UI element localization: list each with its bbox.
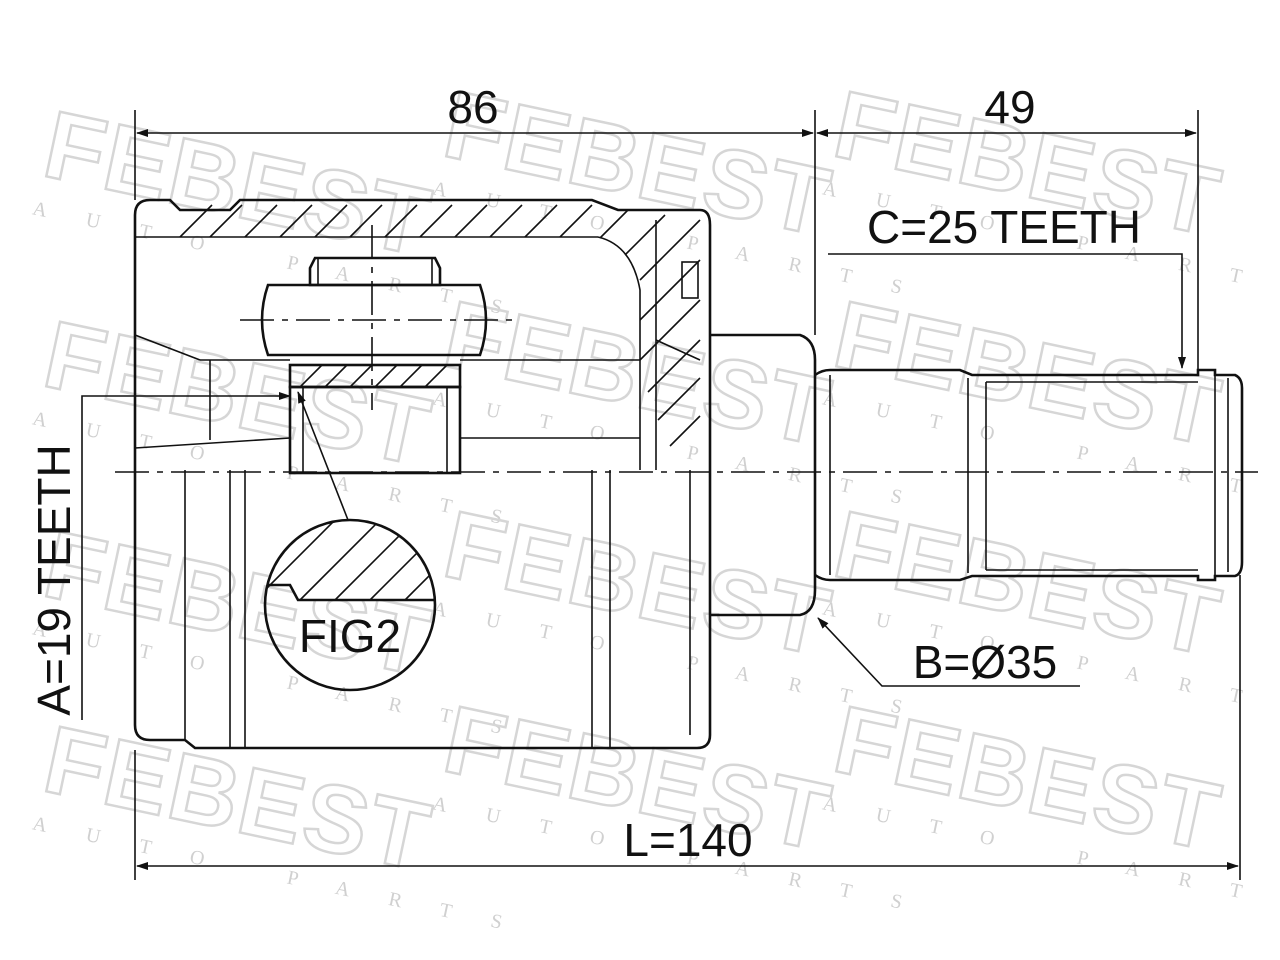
fig2-label: FIG2 bbox=[299, 610, 401, 662]
diameter-b-label: B=Ø35 bbox=[913, 636, 1058, 688]
tripod-roller bbox=[260, 256, 488, 475]
leader-c bbox=[828, 253, 1186, 369]
watermark-6: FEBEST AUTO PARTS bbox=[821, 280, 1280, 517]
center-lines bbox=[115, 225, 1258, 473]
watermark-9: FEBEST AUTO PARTS bbox=[821, 490, 1280, 727]
leader-fig2 bbox=[297, 391, 349, 521]
dimension-lines bbox=[81, 110, 1241, 880]
output-stem bbox=[710, 333, 1244, 617]
length-l-label: L=140 bbox=[623, 814, 752, 866]
leader-b bbox=[817, 617, 1080, 687]
housing-hatch bbox=[179, 204, 701, 447]
watermark-3: FEBEST AUTO PARTS bbox=[821, 70, 1280, 307]
watermark-12: FEBEST AUTO PARTS bbox=[821, 685, 1280, 922]
leader-a bbox=[81, 392, 291, 720]
spline-a-label: A=19 TEETH bbox=[28, 444, 80, 715]
dimension-86: 86 bbox=[447, 81, 498, 133]
spline-c-label: C=25 TEETH bbox=[867, 201, 1141, 253]
joint-housing bbox=[133, 198, 712, 750]
dimension-49: 49 bbox=[984, 81, 1035, 133]
